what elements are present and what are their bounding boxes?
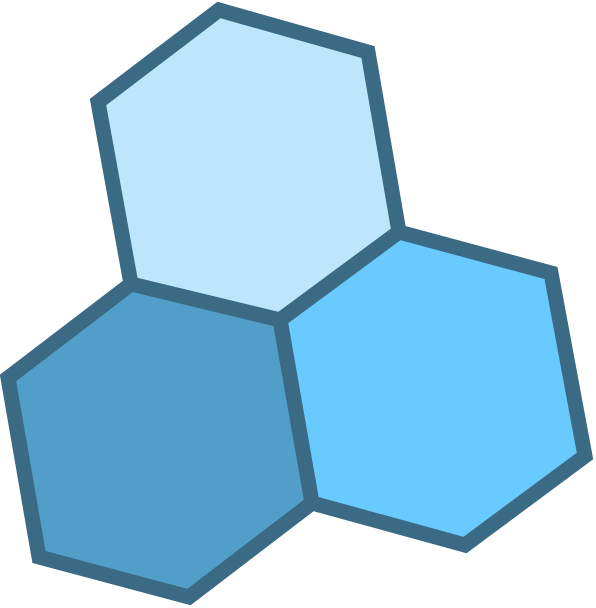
bottom-right-hexagon [271, 223, 594, 554]
bottom-left-hexagon [0, 275, 321, 606]
